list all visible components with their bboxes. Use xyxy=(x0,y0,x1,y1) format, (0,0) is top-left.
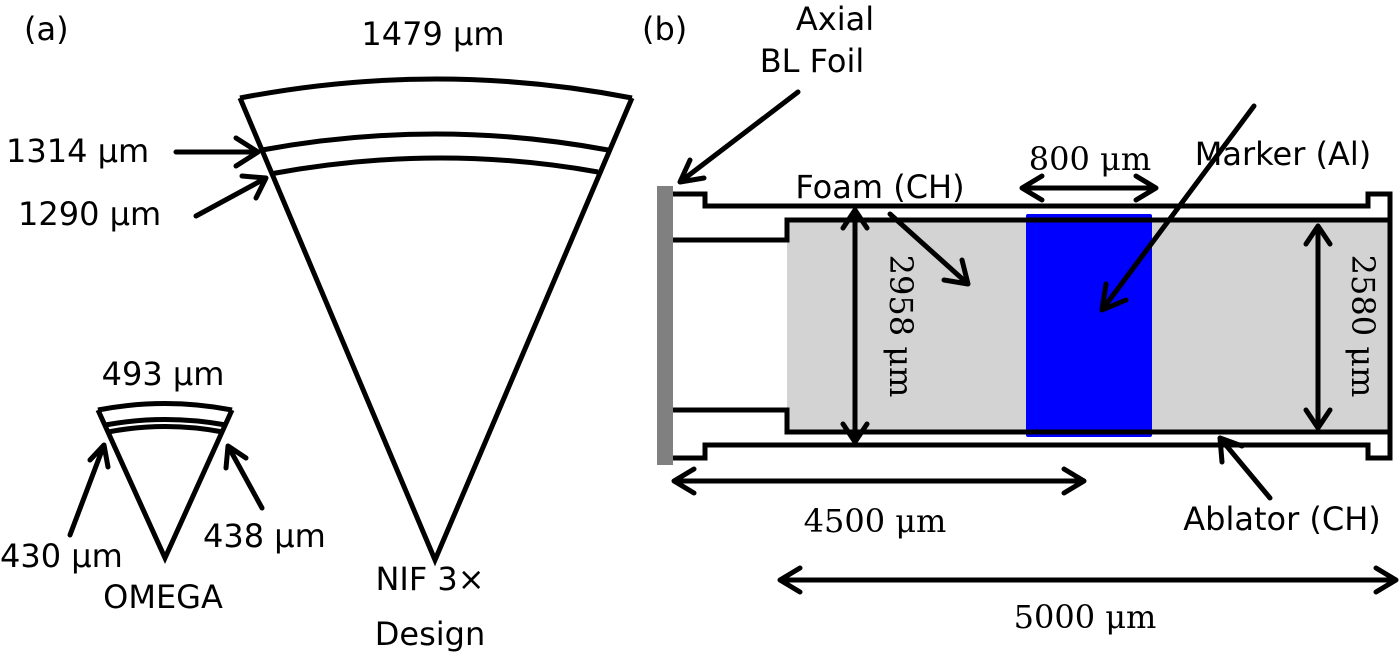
nif-r1-label: 1314 μm xyxy=(6,132,149,170)
omega-wedge xyxy=(95,401,235,565)
dim-5000-label: 5000 μm xyxy=(1014,598,1157,636)
dim-800-label: 800 μm xyxy=(1029,140,1151,178)
marker-arrow xyxy=(1099,103,1257,313)
foil-label-line2: BL Foil xyxy=(760,42,865,80)
dim-5000-arrow xyxy=(777,565,1399,595)
foam-arrow xyxy=(887,211,971,287)
panel-a-label: (a) xyxy=(24,10,69,48)
nif-wedge xyxy=(237,76,635,567)
omega-name: OMEGA xyxy=(103,578,223,616)
dim-4500-arrow xyxy=(671,466,1087,496)
dim-800-arrow xyxy=(1019,173,1159,203)
ablator-label: Ablator (CH) xyxy=(1183,500,1381,538)
foil-label-line1: Axial xyxy=(796,0,874,38)
nif-name-line1: NIF 3× xyxy=(375,560,484,598)
foam-label: Foam (CH) xyxy=(795,168,964,206)
marker-label: Marker (Al) xyxy=(1195,135,1372,173)
foam-outline xyxy=(673,217,1390,435)
dim-2580-arrow xyxy=(1303,223,1333,431)
ablator-arrow xyxy=(1217,435,1273,501)
omega-left-arrow xyxy=(67,442,111,538)
nif-outer-radius-label: 1479 μm xyxy=(361,15,504,53)
dim-2958-label: 2958 μm xyxy=(882,255,920,398)
axial-bl-foil xyxy=(657,186,673,465)
panel-b-label: (b) xyxy=(642,10,687,48)
dim-2580-label: 2580 μm xyxy=(1344,255,1382,398)
omega-right-arrow xyxy=(223,443,265,511)
foil-arrow xyxy=(677,89,801,185)
nif-name-line2: Design xyxy=(375,615,485,653)
omega-right-label: 438 μm xyxy=(203,517,326,555)
omega-left-label: 430 μm xyxy=(0,537,123,575)
dim-4500-label: 4500 μm xyxy=(804,502,947,540)
omega-outer-radius-label: 493 μm xyxy=(102,355,225,393)
nif-r2-arrow xyxy=(193,173,269,219)
nif-r2-label: 1290 μm xyxy=(18,195,161,233)
marker-region xyxy=(1026,214,1152,437)
dim-2958-arrow xyxy=(840,207,870,445)
ablator-outline xyxy=(673,191,1393,461)
nif-r1-arrow xyxy=(173,135,261,169)
